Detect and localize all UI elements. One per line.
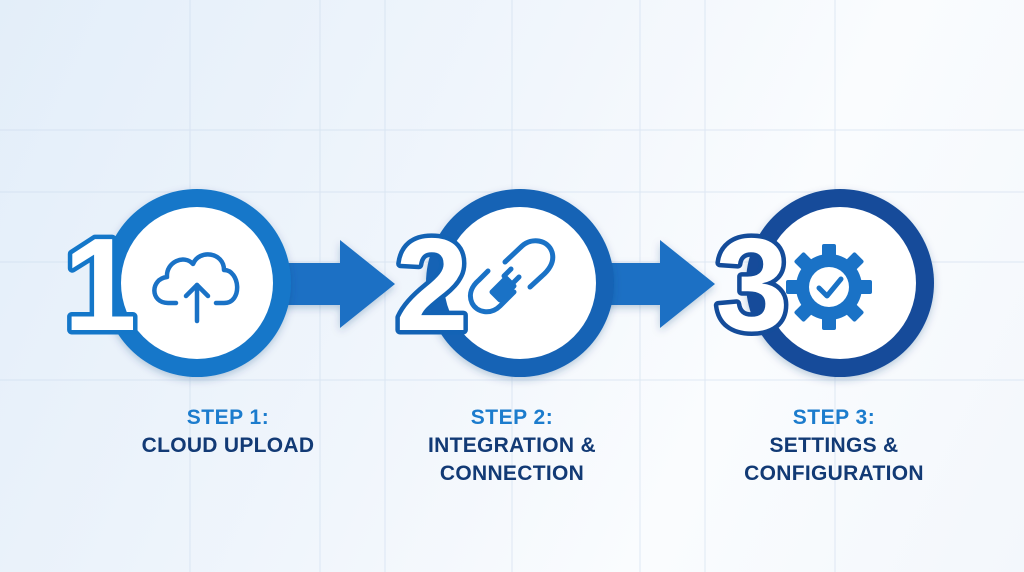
step-2-label: STEP 2: <box>470 406 554 429</box>
step-1-title: CLOUD UPLOAD <box>141 434 315 457</box>
step-3-label: STEP 3: <box>792 406 876 429</box>
step-2-circle <box>426 189 614 377</box>
step-3-title-line-2: CONFIGURATION <box>744 462 924 485</box>
step-2-number: 2 <box>395 211 468 358</box>
plug-link-icon <box>467 238 556 315</box>
step-1-label: STEP 1: <box>186 406 270 429</box>
step-3-title-line-1: SETTINGS & <box>769 434 899 457</box>
step-3-number: 3 <box>715 211 788 358</box>
cloud-upload-icon <box>152 252 240 324</box>
step-2-caption: STEP 2: INTEGRATION & CONNECTION <box>362 404 662 488</box>
step-1-number: 1 <box>63 211 136 358</box>
step-3-caption: STEP 3: SETTINGS & CONFIGURATION <box>684 404 984 488</box>
step-1-caption: STEP 1: CLOUD UPLOAD <box>78 404 378 460</box>
step-2-title-line-2: CONNECTION <box>439 462 585 485</box>
step-2-title-line-1: INTEGRATION & <box>427 434 596 457</box>
connector-arrow-1 <box>272 240 395 328</box>
gear-check-icon <box>786 244 872 330</box>
connector-arrow-2 <box>598 240 715 328</box>
